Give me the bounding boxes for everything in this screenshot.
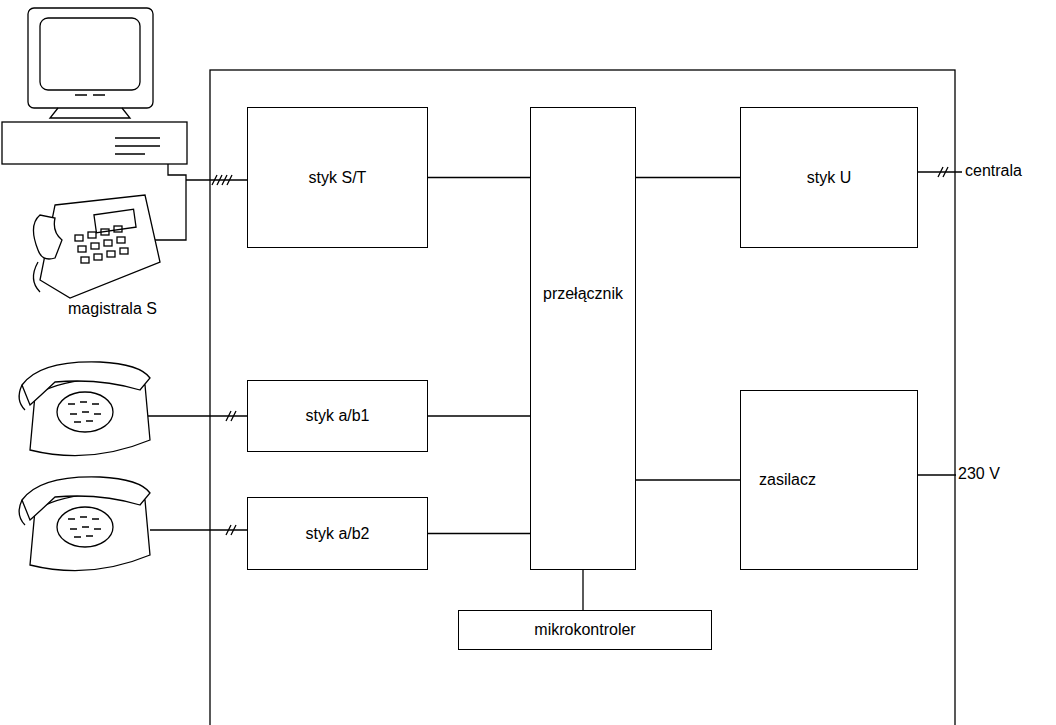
switch-box: przełącznik bbox=[530, 107, 636, 570]
connector-line bbox=[428, 533, 530, 534]
device-housing bbox=[210, 70, 955, 725]
interface-box: styk U bbox=[740, 107, 918, 248]
interface-box: styk a/b1 bbox=[247, 380, 428, 452]
mains-label: 230 V bbox=[956, 465, 1002, 483]
microcontroller-box: mikrokontroler bbox=[458, 610, 712, 650]
computer-icon bbox=[2, 8, 187, 164]
box-text: styk S/T bbox=[309, 168, 367, 187]
bus-label: magistrala S bbox=[66, 300, 159, 318]
box-text: mikrokontroler bbox=[534, 620, 635, 639]
connector-line bbox=[428, 177, 530, 178]
box-text: przełącznik bbox=[543, 284, 623, 303]
isdn-phone-icon bbox=[33, 164, 186, 298]
connector-line bbox=[428, 415, 530, 416]
analog-phone-icon bbox=[19, 362, 150, 456]
exchange-label: centrala bbox=[963, 162, 1024, 180]
box-text: zasilacz bbox=[759, 470, 816, 489]
box-text: styk a/b2 bbox=[305, 524, 369, 543]
power-supply-box: zasilacz bbox=[740, 390, 918, 570]
analog-phone-icon bbox=[19, 477, 150, 571]
connector-line bbox=[636, 177, 740, 178]
connector-line bbox=[582, 570, 583, 610]
box-text: styk U bbox=[807, 168, 851, 187]
interface-box: styk S/T bbox=[247, 107, 428, 248]
box-text: styk a/b1 bbox=[305, 406, 369, 425]
interface-box: styk a/b2 bbox=[247, 497, 428, 570]
connector-line bbox=[636, 479, 740, 480]
